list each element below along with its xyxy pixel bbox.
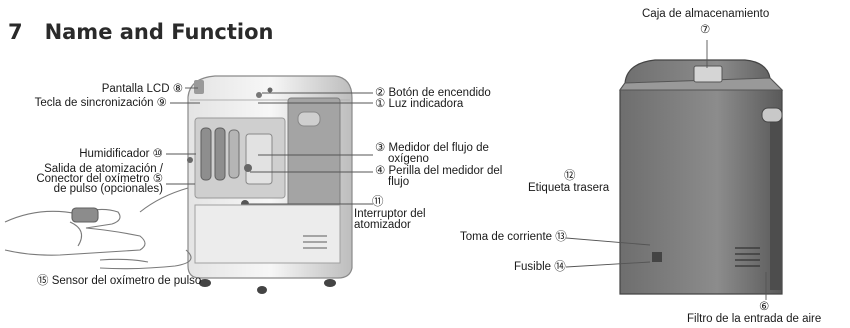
label-atomizer-switch-1: Interruptor del — [354, 208, 426, 220]
power-socket — [652, 252, 662, 262]
section-number: 7 — [8, 20, 23, 44]
label-air-filter: Filtro de la entrada de aire — [687, 313, 822, 325]
label-atomization-3: de pulso (opcionales) — [53, 183, 163, 195]
front-device — [187, 75, 353, 294]
label-atomizer-switch-num: ⑪ — [372, 196, 384, 208]
section-heading: 7 Name and Function — [8, 20, 273, 44]
label-flowmeter-2: oxígeno — [388, 153, 429, 165]
label-storage-box: Caja de almacenamiento — [642, 8, 770, 20]
lcd-screen — [194, 80, 204, 94]
indicator-light — [256, 92, 262, 98]
label-atomization-2: Conector del oxímetro ⑤ — [36, 173, 163, 185]
flow-knob — [244, 164, 252, 172]
label-lcd-screen: Pantalla LCD ⑧ — [101, 83, 183, 95]
label-rear-label-num: ⑫ — [564, 170, 576, 182]
label-sync-key: Tecla de sincronización ⑨ — [34, 97, 167, 109]
front-leader-lines — [166, 87, 373, 205]
label-humidifier: Humidificador ⑩ — [79, 148, 163, 160]
label-atomizer-switch-2: atomizador — [354, 219, 411, 231]
label-flow-knob-1: ④ Perilla del medidor del — [375, 165, 503, 177]
rear-leader-lines — [565, 40, 767, 300]
rear-handle — [761, 107, 783, 123]
label-oximeter-sensor: ⑮ Sensor del oxímetro de pulso — [37, 275, 202, 287]
label-fuse: Fusible ⑭ — [514, 261, 566, 273]
hand-oximeter-sketch — [4, 187, 192, 270]
label-atomization-1: Salida de atomización / — [44, 163, 163, 175]
label-power-button: ② Botón de encendido — [375, 87, 491, 99]
front-handle — [297, 111, 321, 127]
storage-box — [693, 65, 723, 83]
label-air-filter-num: ⑥ — [759, 301, 770, 313]
flowmeter — [245, 133, 273, 185]
air-filter-vents — [735, 247, 760, 267]
rear-device — [619, 59, 784, 295]
label-flowmeter-1: ③ Medidor del flujo de — [375, 142, 489, 154]
label-rear-label: Etiqueta trasera — [528, 182, 610, 194]
humidifier-bottle — [200, 127, 212, 181]
label-storage-box-num: ⑦ — [700, 24, 711, 36]
section-title: Name and Function — [44, 20, 274, 44]
power-button-dot — [267, 87, 273, 93]
label-power-socket: Toma de corriente ⑬ — [460, 231, 567, 243]
label-indicator-light: ① Luz indicadora — [375, 98, 464, 110]
label-flow-knob-2: flujo — [388, 176, 410, 188]
